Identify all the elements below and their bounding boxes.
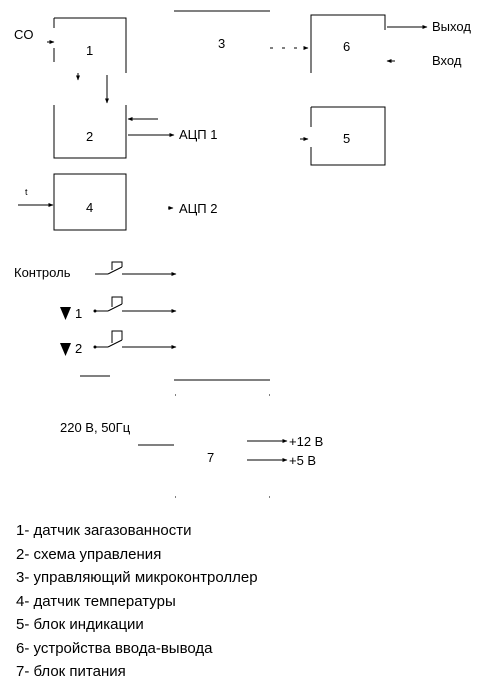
block-1: 1	[53, 17, 127, 73]
label-adc1: АЦП 1	[179, 127, 217, 142]
legend-item: 5- блок индикации	[16, 616, 144, 633]
label-button-1: 1	[75, 306, 82, 321]
block-3-label: 3	[218, 36, 225, 51]
label-adc2: АЦП 2	[179, 201, 217, 216]
label-input: Вход	[432, 53, 462, 68]
block-4-label: 4	[86, 200, 93, 215]
block-7: 7	[80, 375, 270, 498]
label-output: Выход	[432, 19, 471, 34]
block-diagram: 1 2 3 4 5 6 7	[14, 10, 471, 498]
block-4: 4	[53, 173, 127, 231]
block-6-label: 6	[343, 39, 350, 54]
block-legend: 1- датчик загазованности 2- схема управл…	[16, 519, 258, 684]
block-2: 2	[53, 105, 127, 159]
label-co: CO	[14, 27, 34, 42]
label-t: t	[25, 187, 28, 197]
block-6: 6	[310, 14, 386, 73]
power-arrows	[138, 439, 288, 462]
connection-arrows	[18, 25, 428, 210]
block-7-label: 7	[207, 450, 214, 465]
legend-item: 6- устройства ввода-вывода	[16, 639, 213, 657]
legend-item: 2- схема управления	[16, 545, 162, 563]
block-3: 3	[174, 10, 270, 51]
triangle-down-icon-2	[60, 343, 71, 356]
label-control: Контроль	[14, 265, 71, 280]
label-plus5: +5 В	[289, 453, 316, 468]
block-1-label: 1	[86, 43, 93, 58]
switch-button-2	[93, 330, 177, 349]
legend-item: 4- датчик температуры	[16, 592, 176, 610]
switch-button-1	[93, 296, 177, 313]
label-plus12: +12 В	[289, 434, 323, 449]
legend-item: 7- блок питания	[16, 663, 126, 680]
block-5-label: 5	[343, 131, 350, 146]
legend-item: 3- управляющий микроконтроллер	[16, 569, 258, 586]
label-mains: 220 В, 50Гц	[60, 420, 131, 435]
legend-item: 1- датчик загазованности	[16, 522, 192, 539]
triangle-down-icon-1	[60, 307, 71, 320]
block-2-label: 2	[86, 129, 93, 144]
block-5: 5	[310, 106, 386, 166]
switch-control	[95, 261, 177, 276]
label-button-2: 2	[75, 341, 82, 356]
